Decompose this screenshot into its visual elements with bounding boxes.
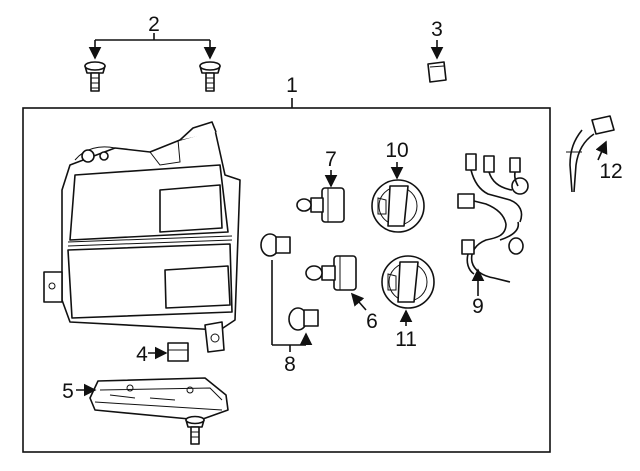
callout-1: 1: [286, 74, 298, 97]
connector-12: [566, 115, 615, 193]
callout-7: 7: [325, 148, 337, 171]
nut-3: [427, 61, 447, 83]
headlamp-housing: [43, 121, 241, 353]
callout-9: 9: [472, 295, 484, 318]
leader-12: [595, 140, 608, 161]
callout-12: 12: [599, 160, 622, 183]
bolt-bottom: [185, 415, 205, 445]
bolt-left: [84, 61, 106, 92]
bracket-5: [89, 377, 229, 421]
callout-8: 8: [284, 353, 296, 376]
harness-9: [457, 153, 529, 283]
callout-10: 10: [385, 139, 408, 162]
clip-4: [167, 342, 189, 362]
leader-6: [350, 292, 367, 311]
bolt-right: [199, 61, 221, 92]
socket-10: [371, 179, 425, 233]
callout-6: 6: [366, 310, 378, 333]
bulb-8-upper: [260, 233, 291, 257]
callout-5: 5: [62, 380, 74, 403]
bulb-8-lower: [288, 307, 319, 331]
callout-2: 2: [148, 13, 160, 36]
bulb-7: [296, 187, 345, 223]
assembly-frame: [22, 107, 551, 453]
socket-11: [381, 255, 435, 309]
callout-11: 11: [395, 328, 417, 351]
callout-4: 4: [136, 343, 148, 366]
bulb-6: [305, 255, 357, 291]
callout-3: 3: [431, 18, 443, 41]
